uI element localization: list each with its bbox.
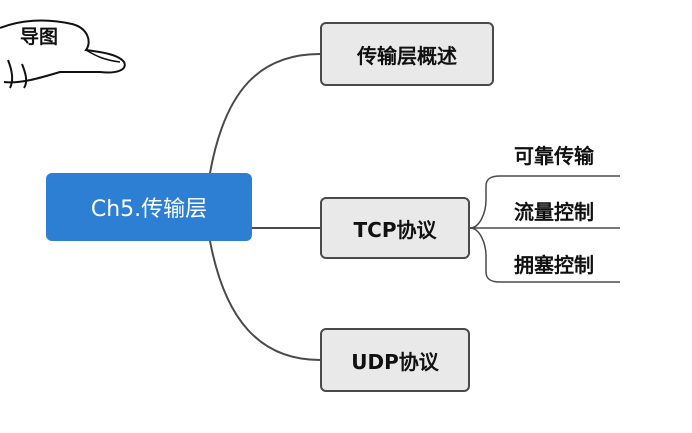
map-badge: 导图 [0,0,140,90]
leaf-node-congestion-control: 拥塞控制 [514,253,594,277]
badge-label: 导图 [20,26,59,48]
branch-node-overview: 传输层概述 [320,22,494,86]
connector-root-udp [209,240,321,361]
connector-root-overview [209,53,321,174]
connector-tcp-leaf-3 [469,227,620,283]
hand-doodle-icon [0,19,126,89]
branch-node-udp: UDP协议 [320,328,470,392]
leaf-node-flow-control: 流量控制 [514,200,594,224]
connector-tcp-leaf-1 [469,175,620,229]
branch-node-tcp: TCP协议 [320,197,470,259]
leaf-node-reliable-transfer: 可靠传输 [514,144,594,168]
root-node: Ch5.传输层 [46,173,252,241]
